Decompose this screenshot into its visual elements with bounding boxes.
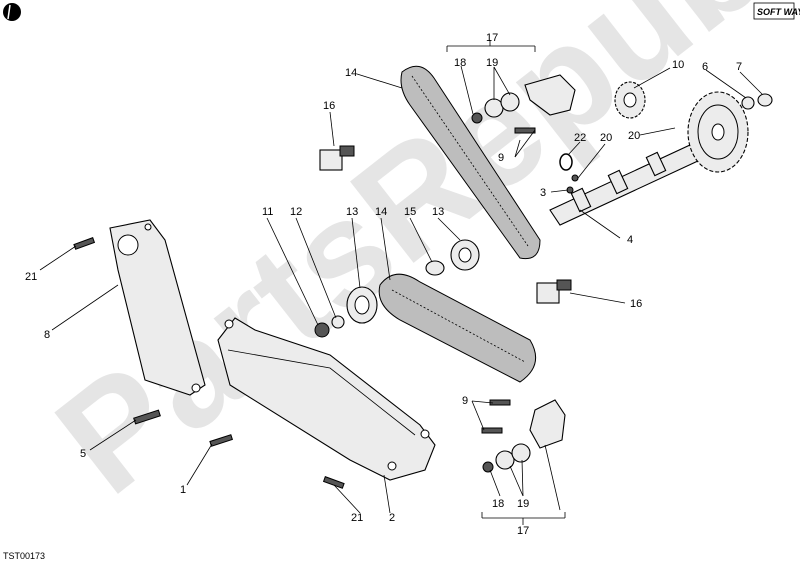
callout-14-mid: 14 [375, 206, 387, 218]
callout-10: 10 [672, 59, 684, 71]
corner-mark-icon [3, 3, 21, 21]
timing-belt-lower [378, 273, 537, 383]
callout-21-left: 21 [25, 271, 37, 283]
callout-13-left: 13 [346, 206, 358, 218]
bearing-11 [314, 322, 330, 338]
callout-18-top: 18 [454, 57, 466, 69]
callout-9-bottom: 9 [462, 395, 468, 407]
callout-2: 2 [389, 512, 395, 524]
callout-16-right: 16 [630, 298, 642, 310]
callout-7: 7 [736, 61, 742, 73]
callout-8: 8 [44, 329, 50, 341]
callout-19-bottom: 19 [517, 498, 529, 510]
spacer-16-lower [536, 279, 572, 304]
camshaft-4 [549, 144, 701, 226]
screw-1 [209, 434, 234, 447]
washer-15 [425, 260, 445, 276]
tensioner-lower-assembly [482, 399, 566, 473]
camshaft-gear [687, 91, 749, 173]
screw-9-lower-b [481, 427, 503, 434]
callout-19-top: 19 [486, 57, 498, 69]
callout-18-bottom: 18 [492, 498, 504, 510]
callout-12: 12 [290, 206, 302, 218]
callout-17-top: 17 [486, 32, 498, 44]
pulley-13-right [450, 239, 480, 271]
tensioner-upper-assembly [471, 74, 576, 124]
pulley-13-centre [346, 286, 378, 324]
leader-lines [39, 40, 763, 525]
callout-16-top: 16 [323, 100, 335, 112]
callout-21-bottom: 21 [351, 512, 363, 524]
screw-21-upper [73, 237, 96, 250]
callout-15: 15 [404, 206, 416, 218]
spacer-16-upper [319, 145, 355, 171]
screw-9-lower-a [489, 399, 511, 406]
callout-17-bottom: 17 [517, 525, 529, 537]
callout-9-top: 9 [498, 152, 504, 164]
gear-10 [614, 81, 646, 119]
callout-14-top: 14 [345, 67, 357, 79]
washer-12 [331, 315, 345, 329]
callout-20-right: 20 [628, 130, 640, 142]
screw-21-lower [322, 476, 345, 489]
callout-4: 4 [627, 234, 633, 246]
callout-5: 5 [80, 448, 86, 460]
callout-labels: 17 14 16 18 19 10 6 7 20 9 22 20 3 4 11 … [25, 32, 742, 537]
washer-6 [741, 96, 755, 110]
logo-text: SOFT WAY [757, 7, 800, 17]
screw-9-upper [514, 127, 536, 134]
callout-22: 22 [574, 132, 586, 144]
callout-13-right: 13 [432, 206, 444, 218]
diagram-code: TST00173 [3, 551, 45, 561]
key-20 [571, 174, 579, 182]
callout-20-left: 20 [600, 132, 612, 144]
front-belt-cover [217, 317, 436, 481]
callout-6: 6 [702, 61, 708, 73]
callout-11: 11 [262, 206, 273, 218]
ring-22 [559, 153, 573, 171]
softway-logo: SOFT WAY [753, 2, 800, 20]
callout-3: 3 [540, 187, 546, 199]
nut-7 [757, 93, 773, 107]
callout-1: 1 [180, 484, 186, 496]
